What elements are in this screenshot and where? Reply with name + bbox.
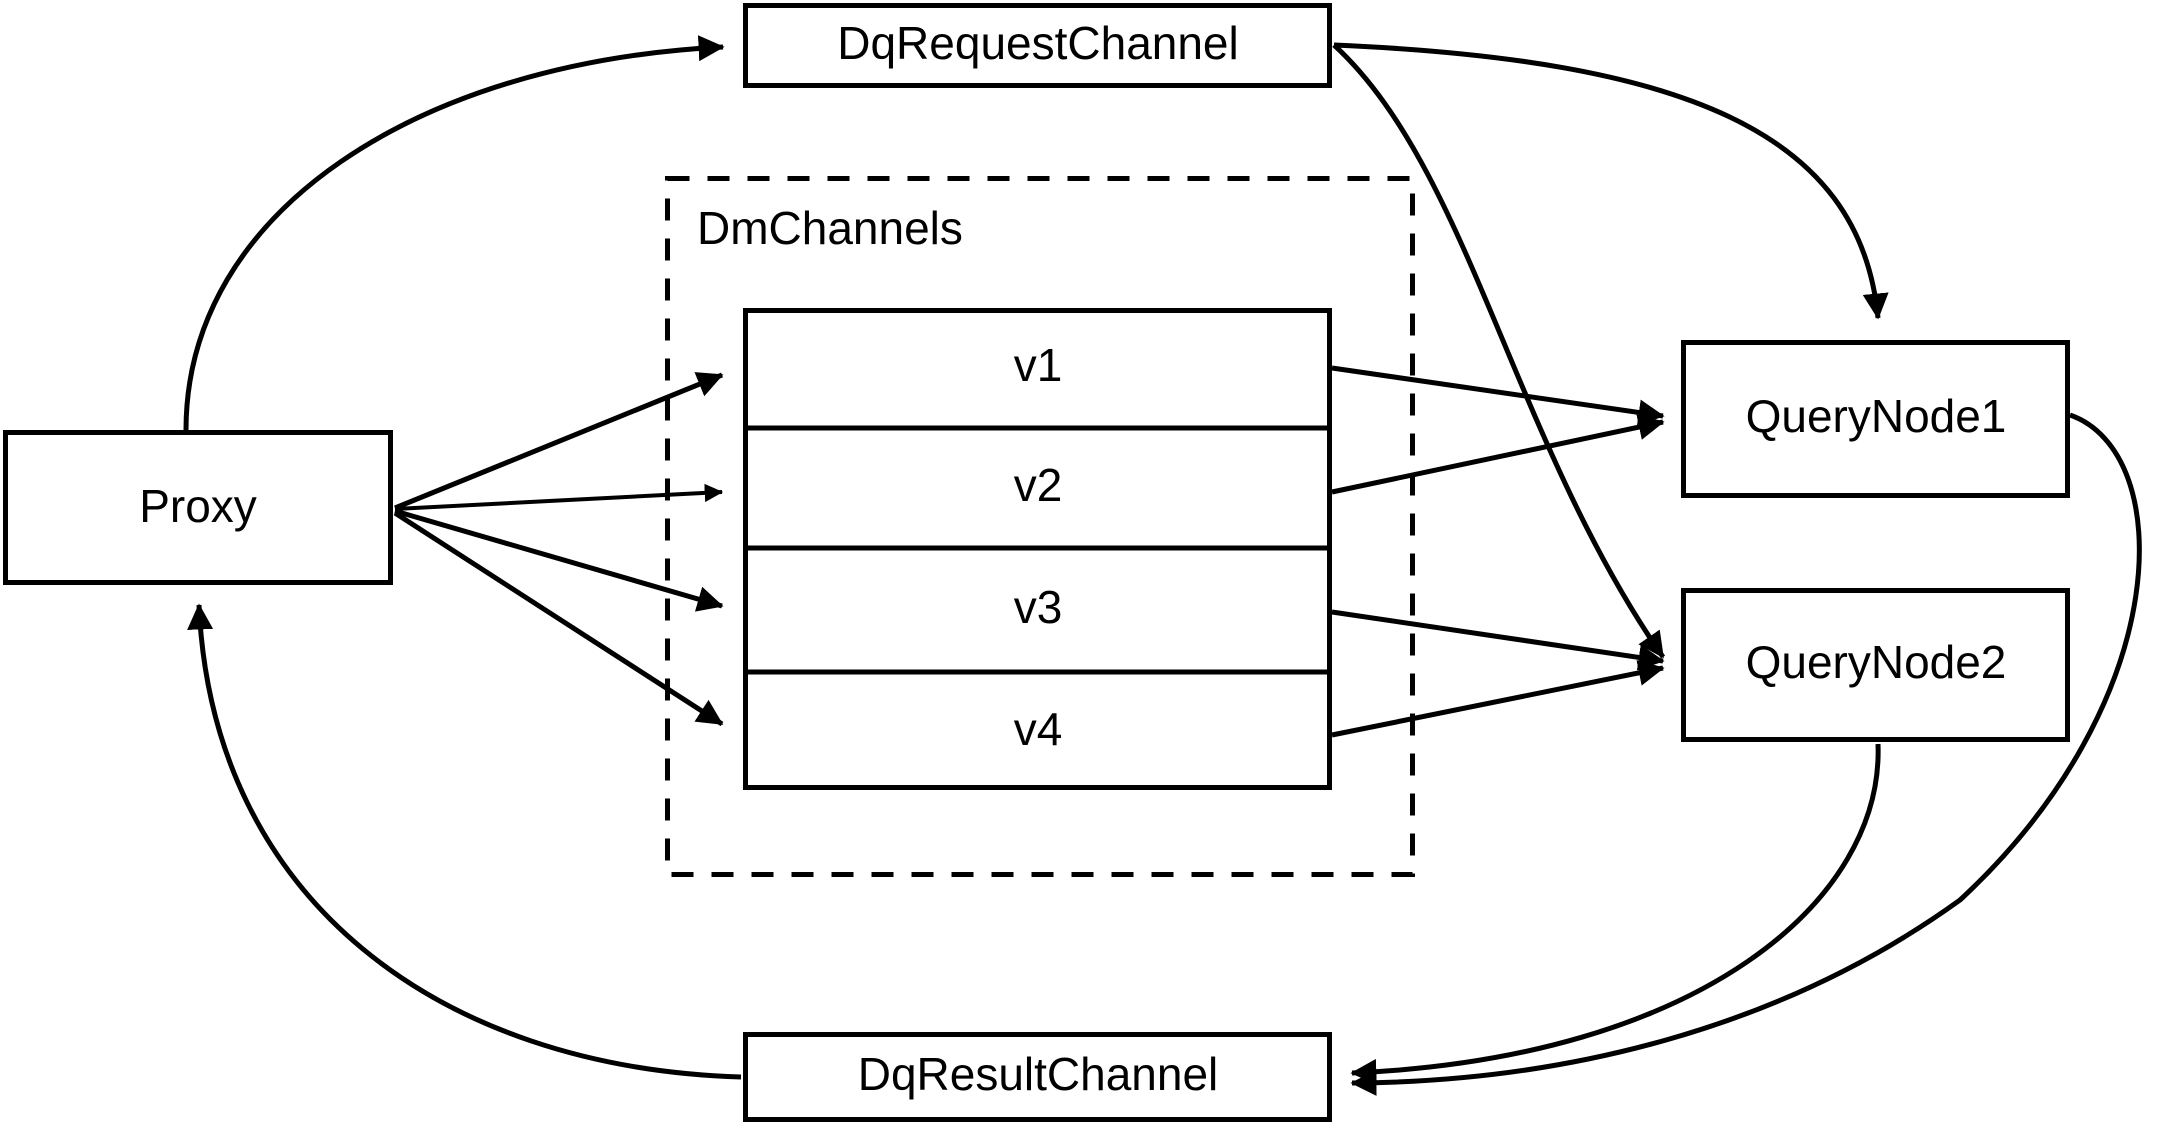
edge-proxy-to-v4 (393, 510, 724, 727)
node-query-node-1-label: QueryNode1 (1746, 390, 2007, 442)
node-query-node-1[interactable]: QueryNode1 (1681, 340, 2070, 498)
node-proxy[interactable]: Proxy (3, 430, 393, 585)
node-dq-request-channel[interactable]: DqRequestChannel (743, 3, 1332, 88)
edge-query-node-2-to-dq-result-channel (1350, 743, 1881, 1085)
node-query-node-2-label: QueryNode2 (1746, 636, 2007, 688)
node-dq-request-channel-label: DqRequestChannel (837, 17, 1239, 69)
edge-proxy-to-v3 (394, 508, 724, 612)
edge-dq-request-channel-to-query-node-1 (1333, 42, 1889, 320)
channel-row-label-v2[interactable]: v2 (1014, 459, 1063, 511)
edge-query-node-1-to-dq-result-channel (1350, 412, 2142, 1096)
node-dq-request-channel-box[interactable] (743, 3, 1332, 88)
edge-v2-to-query-node-1 (1331, 414, 1665, 495)
edge-v3-to-query-node-2 (1331, 609, 1665, 671)
node-dq-result-channel-label: DqResultChannel (858, 1048, 1219, 1100)
channel-row-label-v1[interactable]: v1 (1014, 339, 1063, 391)
channel-stack: v1 v2 v3 v4 (743, 308, 1332, 790)
edge-dq-result-channel-to-proxy (187, 603, 742, 1080)
node-dq-result-channel[interactable]: DqResultChannel (743, 1032, 1332, 1122)
edge-dq-request-channel-to-query-node-2 (1332, 43, 1666, 659)
edge-proxy-to-dq-request-channel (183, 35, 725, 431)
edge-v4-to-query-node-2 (1331, 660, 1665, 738)
node-proxy-box[interactable] (3, 430, 393, 585)
node-proxy-label: Proxy (139, 480, 257, 532)
node-query-node-2[interactable]: QueryNode2 (1681, 588, 2070, 742)
edge-proxy-to-v2 (394, 483, 724, 511)
node-dq-result-channel-box[interactable] (743, 1032, 1332, 1122)
edge-proxy-to-v1 (394, 372, 724, 511)
channel-row-label-v4[interactable]: v4 (1014, 703, 1063, 755)
node-query-node-2-box[interactable] (1681, 588, 2070, 742)
edge-v1-to-query-node-1 (1331, 365, 1665, 426)
dm-channels-group-label: DmChannels (697, 202, 963, 254)
dm-channels-group-border (665, 176, 1415, 877)
dm-channels-group: DmChannels (665, 176, 1415, 877)
channel-row-label-v3[interactable]: v3 (1014, 581, 1063, 633)
node-query-node-1-box[interactable] (1681, 340, 2070, 498)
